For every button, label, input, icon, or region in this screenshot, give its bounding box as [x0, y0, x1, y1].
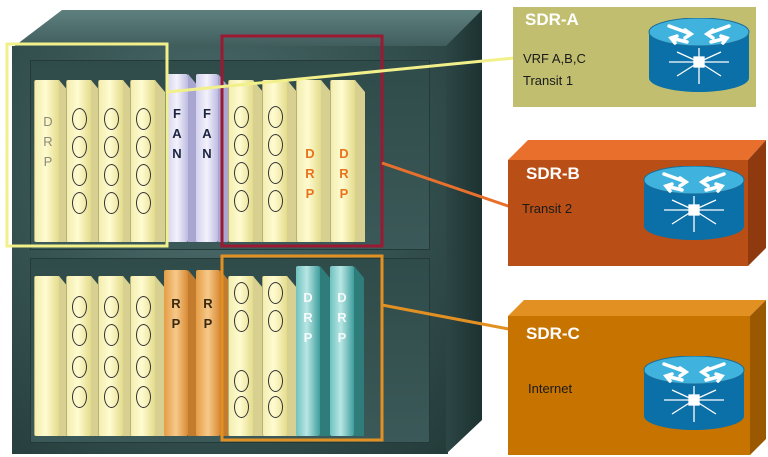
line-card [130, 80, 156, 242]
sdr-c-highlight [220, 254, 384, 442]
sdr-c-line1: Internet [528, 381, 573, 396]
line-card [98, 80, 124, 242]
sdr-c-box: SDR-C Internet [508, 300, 766, 455]
line-card [228, 80, 254, 242]
line-card [262, 80, 288, 242]
sdr-b-connector [381, 161, 515, 210]
sdr-a-line1: VRF A,B,C [523, 51, 586, 66]
chassis-side [446, 10, 482, 454]
line-card [66, 276, 92, 436]
sdr-b-line1: Transit 2 [522, 201, 573, 216]
chassis-top [12, 10, 482, 48]
line-card [262, 276, 288, 436]
line-card [98, 276, 124, 436]
router-icon [643, 166, 745, 240]
sdr-a-connector [166, 56, 515, 94]
sdr-b-highlight [220, 34, 384, 248]
line-card [130, 276, 156, 436]
sdr-a-line2: Transit 1 [523, 73, 574, 88]
sdr-a-title: SDR-A [525, 10, 579, 29]
sdr-b-box: SDR-B Transit 2 [508, 140, 766, 266]
line-card [228, 276, 254, 436]
sdr-b-title: SDR-B [526, 164, 580, 183]
sdr-a-box: SDR-A VRF A,B,C Transit 1 [513, 2, 766, 107]
router-icon [648, 18, 750, 92]
sdr-a-highlight [5, 42, 169, 248]
line-card [34, 276, 60, 436]
sdr-c-connector [381, 303, 515, 332]
sdr-c-title: SDR-C [526, 324, 580, 343]
line-card [66, 80, 92, 242]
router-icon [643, 356, 745, 430]
